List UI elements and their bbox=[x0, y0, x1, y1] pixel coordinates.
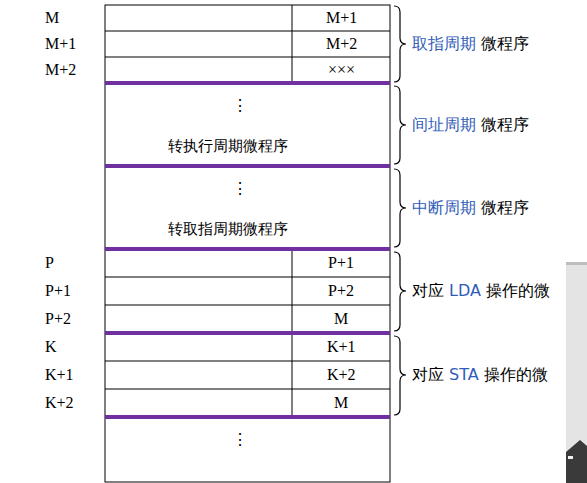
address-label: K bbox=[45, 338, 57, 356]
row-line bbox=[105, 305, 390, 306]
address-label: M bbox=[45, 9, 59, 27]
brace-label: 微程序 bbox=[481, 35, 529, 53]
memory-table bbox=[105, 5, 390, 482]
brace-label: 取指周期 bbox=[412, 35, 476, 53]
row-line bbox=[105, 389, 390, 390]
group-separator bbox=[105, 81, 390, 85]
group-separator bbox=[105, 247, 390, 251]
next-address: K+2 bbox=[327, 366, 356, 384]
curly-brace bbox=[394, 86, 406, 164]
group-separator bbox=[105, 331, 390, 335]
next-address: M+1 bbox=[326, 9, 357, 27]
row-line bbox=[105, 277, 390, 278]
curly-brace bbox=[394, 252, 406, 331]
microprogram-note: 转执行周期微程序 bbox=[168, 138, 288, 155]
brace-label: 间址周期 bbox=[412, 116, 476, 134]
video-frame bbox=[566, 262, 587, 483]
video-icon bbox=[568, 456, 573, 459]
brace-label: 微程序 bbox=[481, 199, 529, 217]
row-line bbox=[105, 361, 390, 362]
next-address: P+2 bbox=[328, 282, 354, 300]
row-line bbox=[105, 31, 390, 32]
group-separator bbox=[105, 415, 390, 419]
address-label: M+2 bbox=[45, 61, 76, 79]
curly-brace bbox=[394, 169, 406, 247]
address-label: K+1 bbox=[45, 366, 74, 384]
curly-brace bbox=[394, 336, 406, 415]
ellipsis-mark: ⋮ bbox=[232, 180, 248, 198]
next-address: M bbox=[334, 394, 348, 412]
row-lines bbox=[105, 5, 390, 417]
address-label: P bbox=[45, 254, 54, 272]
address-label: P+1 bbox=[45, 282, 71, 300]
microprogram-note: 转取指周期微程序 bbox=[168, 221, 288, 238]
next-address: P+1 bbox=[328, 254, 354, 272]
group-separators bbox=[105, 83, 390, 417]
brace-label: LDA bbox=[449, 282, 481, 300]
next-address: M+2 bbox=[326, 35, 357, 53]
brace-label: 操作的微 bbox=[486, 282, 550, 300]
video-shadow bbox=[566, 440, 587, 483]
next-address: K+1 bbox=[327, 338, 356, 356]
column-divider bbox=[292, 5, 293, 83]
address-label: M+1 bbox=[45, 35, 76, 53]
ellipsis-mark: ⋮ bbox=[232, 431, 248, 449]
brace-label: 操作的微 bbox=[484, 366, 548, 384]
row-line bbox=[105, 57, 390, 58]
address-label: P+2 bbox=[45, 310, 71, 328]
brace-label: 中断周期 bbox=[412, 199, 476, 217]
brace-label: 对应 bbox=[412, 282, 444, 300]
video-frame-edge bbox=[566, 262, 587, 265]
brace-label: STA bbox=[449, 366, 479, 384]
brace-label: 对应 bbox=[412, 366, 444, 384]
next-address: M bbox=[334, 310, 348, 328]
next-address: ××× bbox=[328, 61, 355, 79]
group-separator bbox=[105, 164, 390, 168]
curly-brace bbox=[394, 6, 406, 82]
address-label: K+2 bbox=[45, 394, 74, 412]
ellipsis-mark: ⋮ bbox=[232, 97, 248, 115]
braces bbox=[394, 6, 406, 415]
brace-label: 微程序 bbox=[481, 116, 529, 134]
